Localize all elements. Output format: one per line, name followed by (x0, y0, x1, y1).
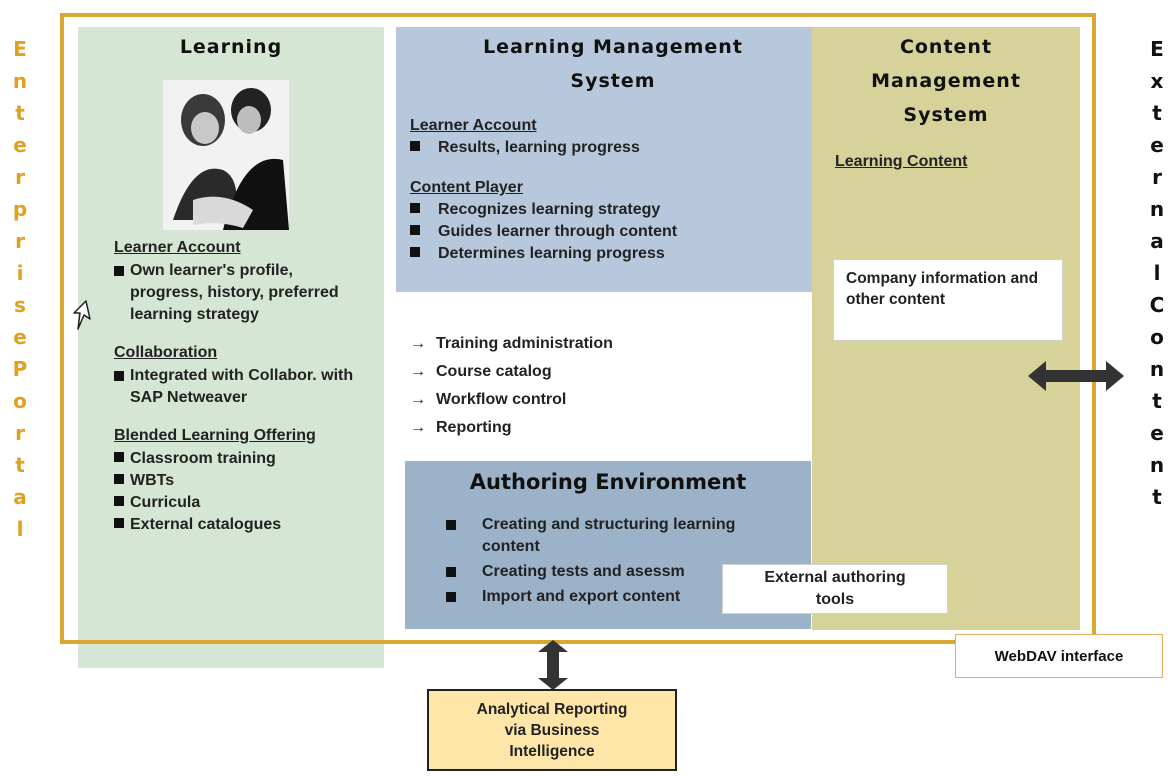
vertical-letter: E (13, 37, 27, 61)
lms-item: Guides learner through content (410, 221, 820, 243)
learner-account-section: Learner Account Own learner's profile, p… (114, 239, 386, 326)
vertical-letter: n (1149, 197, 1165, 221)
learner-account-item: Own learner's profile, progress, history… (114, 260, 386, 326)
learning-title: Learning (179, 36, 283, 58)
authoring-title: Authoring Environment (469, 470, 747, 494)
vertical-letter: a (1150, 229, 1164, 253)
vertical-letter: x (1150, 69, 1164, 93)
vertical-letter: i (16, 261, 24, 285)
vertical-letter: e (1150, 421, 1164, 445)
authoring-list: Creating and structuring learning conten… (446, 514, 746, 608)
portal-frame (60, 13, 1096, 644)
vertical-letter: r (1152, 165, 1162, 189)
blended-item: Classroom training (114, 448, 386, 470)
lms-item: Recognizes learning strategy (410, 199, 820, 221)
lms-title: Learning Management System (483, 36, 743, 92)
company-information-box: Company information and other content (833, 259, 1063, 341)
lms-learner-account-heading: Learner Account (410, 117, 537, 134)
vertical-letter: P (12, 357, 28, 381)
bullet-icon (114, 496, 124, 506)
collaboration-heading: Collaboration (114, 344, 218, 361)
lms-function-item: →Training administration (410, 335, 613, 352)
bullet-icon (114, 474, 124, 484)
vertical-letter: t (1152, 389, 1162, 413)
vertical-letter: r (15, 165, 25, 189)
vertical-letter: e (13, 133, 27, 157)
bullet-icon (410, 225, 420, 235)
bullet-icon (114, 371, 124, 381)
double-arrow-icon (1028, 361, 1124, 391)
vertical-letter: l (16, 517, 24, 541)
vertical-letter: n (1149, 357, 1165, 381)
vertical-letter: l (1153, 261, 1161, 285)
blended-learning-heading: Blended Learning Offering (114, 427, 316, 444)
vertical-letter: t (15, 101, 25, 125)
arrow-right-icon: → (410, 391, 426, 408)
authoring-item: Creating tests and asessm (446, 561, 746, 583)
blended-item: External catalogues (114, 514, 386, 536)
collaboration-item: Integrated with Collabor. with SAP Netwe… (114, 365, 386, 409)
blended-item: WBTs (114, 470, 386, 492)
bullet-icon (410, 247, 420, 257)
authoring-item: Import and export content (446, 586, 746, 608)
bullet-icon (114, 518, 124, 528)
vertical-letter: r (15, 421, 25, 445)
vertical-letter: s (14, 293, 26, 317)
vertical-letter: r (15, 229, 25, 253)
vertical-letter: E (1150, 37, 1164, 61)
lms-item: Results, learning progress (410, 137, 820, 159)
analytical-reporting-box: Analytical Reporting via Business Intell… (427, 689, 677, 771)
cms-title: Content Management System (871, 36, 1021, 126)
vertical-letter: n (12, 69, 28, 93)
learning-content: Learner Account Own learner's profile, p… (114, 239, 386, 536)
vertical-letter: n (1149, 453, 1165, 477)
vertical-double-arrow-icon (538, 640, 568, 690)
bullet-icon (446, 567, 456, 577)
vertical-letter: t (15, 453, 25, 477)
lms-function-item: →Workflow control (410, 391, 567, 408)
learners-photo (163, 80, 289, 230)
vertical-letter: o (13, 389, 27, 413)
authoring-item: Creating and structuring learning conten… (446, 514, 746, 558)
collaboration-section: Collaboration Integrated with Collabor. … (114, 344, 386, 409)
lms-function-item: →Reporting (410, 419, 512, 436)
vertical-letter: C (1149, 293, 1165, 317)
learning-content-heading: Learning Content (835, 153, 968, 170)
lms-content: Learner Account Results, learning progre… (410, 117, 820, 265)
lms-panel (396, 27, 830, 292)
arrow-right-icon: → (410, 335, 426, 352)
webdav-interface-label: WebDAV interface (955, 634, 1163, 678)
blended-item: Curricula (114, 492, 386, 514)
vertical-letter: e (13, 325, 27, 349)
pointer-cursor-icon (73, 300, 91, 330)
bullet-icon (446, 520, 456, 530)
arrow-right-icon: → (410, 419, 426, 436)
bullet-icon (410, 203, 420, 213)
external-authoring-tools-box: External authoring tools (722, 564, 948, 614)
bullet-icon (410, 141, 420, 151)
vertical-letter: t (1152, 101, 1162, 125)
vertical-letter: a (13, 485, 27, 509)
lms-item: Determines learning progress (410, 243, 820, 265)
bullet-icon (446, 592, 456, 602)
vertical-letter: e (1150, 133, 1164, 157)
lms-function-item: →Course catalog (410, 363, 552, 380)
content-player-heading: Content Player (410, 179, 523, 196)
vertical-letter: o (1150, 325, 1164, 349)
bullet-icon (114, 452, 124, 462)
vertical-letter: t (1152, 485, 1162, 509)
blended-learning-section: Blended Learning Offering Classroom trai… (114, 427, 386, 536)
vertical-letter: p (12, 197, 28, 221)
lms-functions-list: →Training administration →Course catalog… (410, 330, 810, 442)
bullet-icon (114, 266, 124, 276)
arrow-right-icon: → (410, 363, 426, 380)
learner-account-heading: Learner Account (114, 239, 241, 256)
